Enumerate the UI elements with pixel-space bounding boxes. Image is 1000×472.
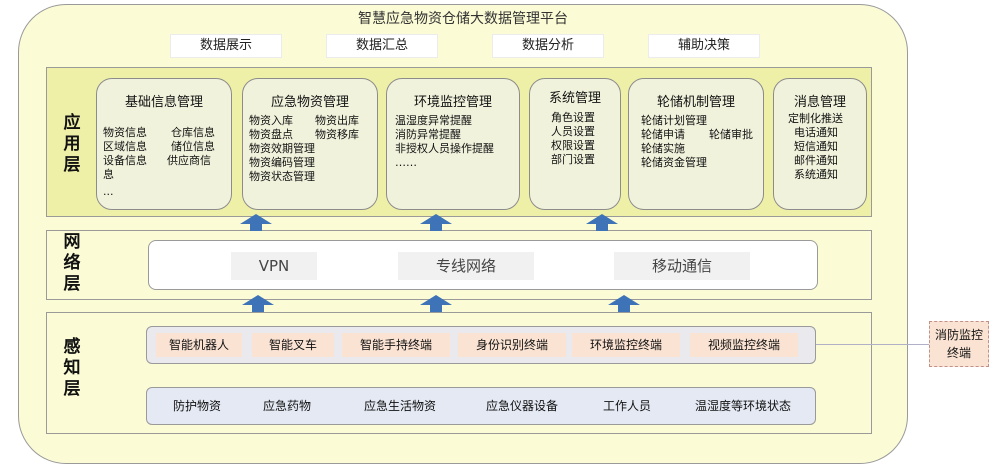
platform-title: 智慧应急物资仓储大数据管理平台: [358, 11, 568, 27]
module-item: 供应商信: [167, 154, 211, 167]
arrow-up-icon: [242, 295, 274, 312]
arrow-up-icon: [608, 295, 640, 312]
function-data-analysis: 数据分析: [492, 34, 604, 58]
module-item: 物资盘点: [249, 128, 293, 141]
module-item: 物资入库: [249, 114, 293, 127]
fire-monitor-terminal: 消防监控终端: [929, 321, 989, 367]
module-environment-monitor: 环境监控管理 温湿度异常提醒 消防异常提醒 非授权人员操作提醒 ……: [386, 78, 520, 210]
module-item: 区域信息: [103, 140, 147, 153]
module-item: 电话通知: [794, 126, 838, 139]
module-item: 仓库信息: [171, 126, 215, 139]
module-item: 邮件通知: [794, 154, 838, 167]
module-item: 权限设置: [551, 139, 595, 152]
arrow-up-icon: [420, 214, 452, 231]
network-mobile: 移动通信: [614, 252, 750, 280]
module-title: 基础信息管理: [124, 95, 203, 110]
module-item: ……: [395, 156, 417, 169]
module-item: 轮储实施: [641, 142, 685, 155]
module-title: 轮储机制管理: [656, 95, 735, 110]
device-robot: 智能机器人: [156, 333, 242, 357]
module-basic-info: 基础信息管理 物资信息 仓库信息 区域信息 储位信息 设备信息 供应商信 息 .…: [96, 78, 232, 210]
module-item: 物资效期管理: [249, 142, 315, 155]
material-medicine: 应急药物: [246, 394, 328, 418]
module-item: 物资移库: [315, 128, 359, 141]
module-item: 轮储计划管理: [641, 114, 707, 127]
module-item: 物资编码管理: [249, 156, 315, 169]
module-item: 物资信息: [103, 126, 147, 139]
module-item: 物资状态管理: [249, 170, 315, 183]
arrow-up-icon: [586, 214, 618, 231]
material-living: 应急生活物资: [344, 394, 456, 418]
module-item: 短信通知: [794, 140, 838, 153]
network-vpn: VPN: [231, 252, 317, 280]
material-staff: 工作人员: [586, 394, 668, 418]
module-item: 定制化推送: [788, 112, 843, 125]
module-system: 系统管理 角色设置 人员设置 权限设置 部门设置: [529, 78, 621, 210]
device-identity: 身份识别终端: [458, 333, 566, 357]
module-item: ...: [103, 185, 114, 198]
material-protective: 防护物资: [156, 394, 238, 418]
module-item: 非授权人员操作提醒: [395, 142, 494, 155]
module-item: 人员设置: [551, 125, 595, 138]
module-rotation-storage: 轮储机制管理 轮储计划管理 轮储申请 轮储审批 轮储实施 轮储资金管理: [628, 78, 764, 210]
module-item: 系统通知: [794, 168, 838, 181]
module-title: 系统管理: [548, 91, 601, 106]
module-title: 消息管理: [793, 95, 846, 110]
module-item: 部门设置: [551, 153, 595, 166]
module-emergency-material: 应急物资管理 物资入库 物资出库 物资盘点 物资移库 物资效期管理 物资编码管理…: [242, 78, 378, 210]
device-forklift: 智能叉车: [252, 333, 334, 357]
device-environment: 环境监控终端: [572, 333, 680, 357]
function-data-display: 数据展示: [170, 34, 282, 58]
arrow-up-icon: [420, 295, 452, 312]
function-data-summary: 数据汇总: [326, 34, 438, 58]
network-layer-label: 网络层: [63, 232, 81, 294]
module-message: 消息管理 定制化推送 电话通知 短信通知 邮件通知 系统通知: [773, 78, 867, 210]
module-item: 设备信息: [103, 154, 147, 167]
module-item: 消防异常提醒: [395, 128, 461, 141]
function-decision-support: 辅助决策: [648, 34, 760, 58]
application-layer-label: 应用层: [63, 113, 81, 175]
device-handheld: 智能手持终端: [342, 333, 450, 357]
module-item: 角色设置: [551, 111, 595, 124]
module-item: 温湿度异常提醒: [395, 114, 472, 127]
network-dedicated-line: 专线网络: [398, 252, 534, 280]
device-video: 视频监控终端: [690, 333, 798, 357]
module-title: 应急物资管理: [270, 95, 349, 110]
module-title: 环境监控管理: [413, 95, 492, 110]
fire-monitor-connector: [816, 344, 929, 345]
module-item: 息: [103, 168, 114, 181]
module-item: 轮储资金管理: [641, 156, 707, 169]
module-item: 储位信息: [171, 140, 215, 153]
arrow-up-icon: [240, 214, 272, 231]
material-environment-state: 温湿度等环境状态: [678, 394, 808, 418]
module-item: 轮储审批: [709, 128, 753, 141]
module-item: 物资出库: [315, 114, 359, 127]
material-instrument: 应急仪器设备: [466, 394, 578, 418]
module-item: 轮储申请: [641, 128, 685, 141]
sensing-layer-label: 感知层: [63, 337, 81, 399]
